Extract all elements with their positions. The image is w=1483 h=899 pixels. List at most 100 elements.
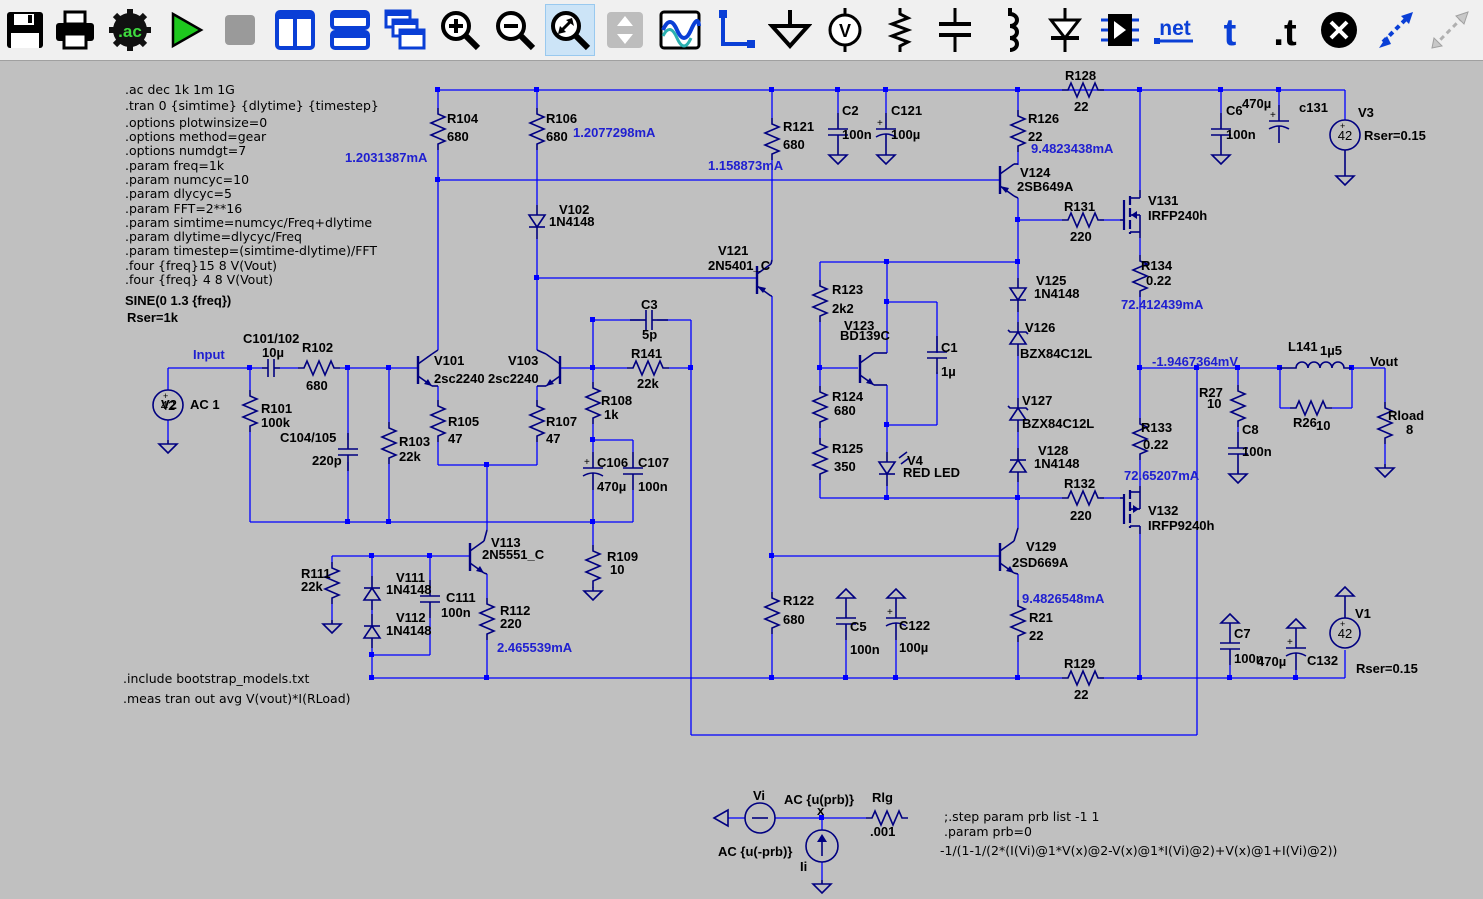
print-icon[interactable] bbox=[50, 4, 100, 56]
capacitor-icon[interactable] bbox=[930, 4, 980, 56]
run-icon[interactable] bbox=[160, 4, 210, 56]
component-icon[interactable] bbox=[1095, 4, 1145, 56]
component-value: 2N5551_C bbox=[482, 547, 545, 562]
component-name: V129 bbox=[1026, 539, 1056, 554]
component-value: BZX84C12L bbox=[1022, 416, 1094, 431]
expression-directive[interactable]: -1/(1-1/(2*(I(Vi)@1*V(x)@2-V(x)@1*I(Vi)@… bbox=[940, 843, 1337, 858]
component-value: 220p bbox=[312, 453, 342, 468]
component-name: R123 bbox=[832, 282, 863, 297]
component-value: 22k bbox=[399, 449, 421, 464]
svg-text:.t: .t bbox=[1273, 12, 1297, 52]
netlabel-input[interactable]: Input bbox=[193, 347, 225, 362]
component-name: C132 bbox=[1307, 653, 1338, 668]
text-icon[interactable]: t bbox=[1205, 4, 1255, 56]
ground-icon[interactable] bbox=[765, 4, 815, 56]
component-value: 100n bbox=[638, 479, 668, 494]
current-r133: 72.65207mA bbox=[1124, 468, 1200, 483]
directive-line: .param dlycyc=5 bbox=[125, 186, 232, 201]
component-name: V132 bbox=[1148, 503, 1178, 518]
diode-icon[interactable] bbox=[1040, 4, 1090, 56]
include-directive[interactable]: .include bootstrap_models.txt bbox=[123, 671, 309, 686]
step-directive[interactable]: ;.step param prb list -1 1 bbox=[944, 809, 1099, 824]
zoom-in-icon[interactable] bbox=[435, 4, 485, 56]
component-value: 22 bbox=[1028, 129, 1042, 144]
component-value: 100n bbox=[441, 605, 471, 620]
net-label-icon[interactable]: net bbox=[1150, 4, 1200, 56]
component-name: R103 bbox=[399, 434, 430, 449]
component-name: V127 bbox=[1022, 393, 1052, 408]
component-name: C121 bbox=[891, 103, 922, 118]
save-icon[interactable] bbox=[0, 4, 50, 56]
netlabel-x[interactable]: x bbox=[817, 803, 825, 818]
directives-block[interactable]: .ac dec 1k 1m 1G .tran 0 {simtime} {dlyt… bbox=[125, 82, 379, 113]
component-name: V131 bbox=[1148, 193, 1178, 208]
component-value: BD139C bbox=[840, 328, 890, 343]
resistor-icon[interactable] bbox=[875, 4, 925, 56]
component-value: 22k bbox=[301, 579, 323, 594]
wire-icon[interactable] bbox=[710, 4, 760, 56]
spice-directive-icon[interactable]: .t bbox=[1258, 4, 1308, 56]
param-directive[interactable]: .param prb=0 bbox=[944, 824, 1032, 839]
component-value: 2SD669A bbox=[1012, 555, 1069, 570]
schematic-canvas[interactable]: + 42+ bbox=[0, 61, 1483, 899]
component-name: V126 bbox=[1025, 320, 1055, 335]
component-name: Ii bbox=[800, 859, 807, 874]
component-value: 100n bbox=[1226, 127, 1256, 142]
component-value: 8 bbox=[1406, 422, 1413, 437]
component-value: 47 bbox=[546, 431, 560, 446]
voltage-source-icon[interactable]: V bbox=[820, 4, 870, 56]
component-name: C106 bbox=[597, 455, 628, 470]
v2-rser: Rser=1k bbox=[127, 310, 179, 325]
component-value: 100µ bbox=[899, 640, 928, 655]
component-name: V103 bbox=[508, 353, 538, 368]
component-name: C122 bbox=[899, 618, 930, 633]
sine-spec: SINE(0 1.3 {freq}) bbox=[125, 293, 231, 308]
component-value: 2sc2240 bbox=[434, 371, 485, 386]
component-name: C2 bbox=[842, 103, 859, 118]
component-value: 470µ bbox=[1257, 654, 1286, 669]
zoom-fit-icon[interactable] bbox=[545, 4, 595, 56]
component-name: R125 bbox=[832, 441, 863, 456]
component-name: V124 bbox=[1020, 165, 1051, 180]
directive-line: .param timestep=(simtime-dlytime)/FFT bbox=[125, 243, 377, 258]
tile-horizontal-icon[interactable] bbox=[325, 4, 375, 56]
component-value: .001 bbox=[870, 824, 895, 839]
component-value: 0.22 bbox=[1143, 437, 1168, 452]
ac-analysis-icon[interactable]: .ac bbox=[105, 4, 155, 56]
component-value: 470µ bbox=[597, 479, 626, 494]
directive-line: .ac dec 1k 1m 1G bbox=[125, 82, 235, 97]
component-name: V123 bbox=[844, 318, 874, 333]
component-name: R132 bbox=[1064, 476, 1095, 491]
component-name: C5 bbox=[850, 619, 867, 634]
meas-directive[interactable]: .meas tran out avg V(vout)*I(RLoad) bbox=[123, 691, 351, 706]
component-value: RED LED bbox=[903, 465, 960, 480]
cascade-icon[interactable] bbox=[380, 4, 430, 56]
component-value: 1µ bbox=[941, 364, 956, 379]
component-value: 2sc2240 bbox=[488, 371, 539, 386]
waveform-icon[interactable] bbox=[655, 4, 705, 56]
directive-line: .options numdgt=7 bbox=[125, 143, 246, 158]
directive-list: .options plotwinsize=0.options method=ge… bbox=[125, 115, 377, 287]
pan-icon[interactable] bbox=[600, 4, 650, 56]
component-value: Rser=0.15 bbox=[1364, 128, 1426, 143]
component-value: 1µ5 bbox=[1320, 343, 1342, 358]
delete-icon[interactable] bbox=[1314, 4, 1364, 56]
directive-line: .four {freq} 4 8 V(Vout) bbox=[125, 272, 273, 287]
current-r112: 2.465539mA bbox=[497, 640, 573, 655]
tile-vertical-icon[interactable] bbox=[270, 4, 320, 56]
netlabel-vout[interactable]: Vout bbox=[1370, 354, 1399, 369]
inductor-icon[interactable] bbox=[985, 4, 1035, 56]
component-name: C8 bbox=[1242, 422, 1259, 437]
inductor-l141 bbox=[1280, 361, 1352, 369]
component-name: L141 bbox=[1288, 339, 1318, 354]
component-name: R107 bbox=[546, 414, 577, 429]
component-name: R129 bbox=[1064, 656, 1095, 671]
halt-icon[interactable] bbox=[215, 4, 265, 56]
move-icon[interactable] bbox=[1425, 4, 1475, 56]
zoom-out-icon[interactable] bbox=[490, 4, 540, 56]
duplicate-icon[interactable] bbox=[1370, 4, 1420, 56]
current-r21: 9.4826548mA bbox=[1022, 591, 1105, 606]
component-name: C104/105 bbox=[280, 430, 336, 445]
component-value: 100n bbox=[1234, 651, 1264, 666]
component-value: 350 bbox=[834, 459, 856, 474]
